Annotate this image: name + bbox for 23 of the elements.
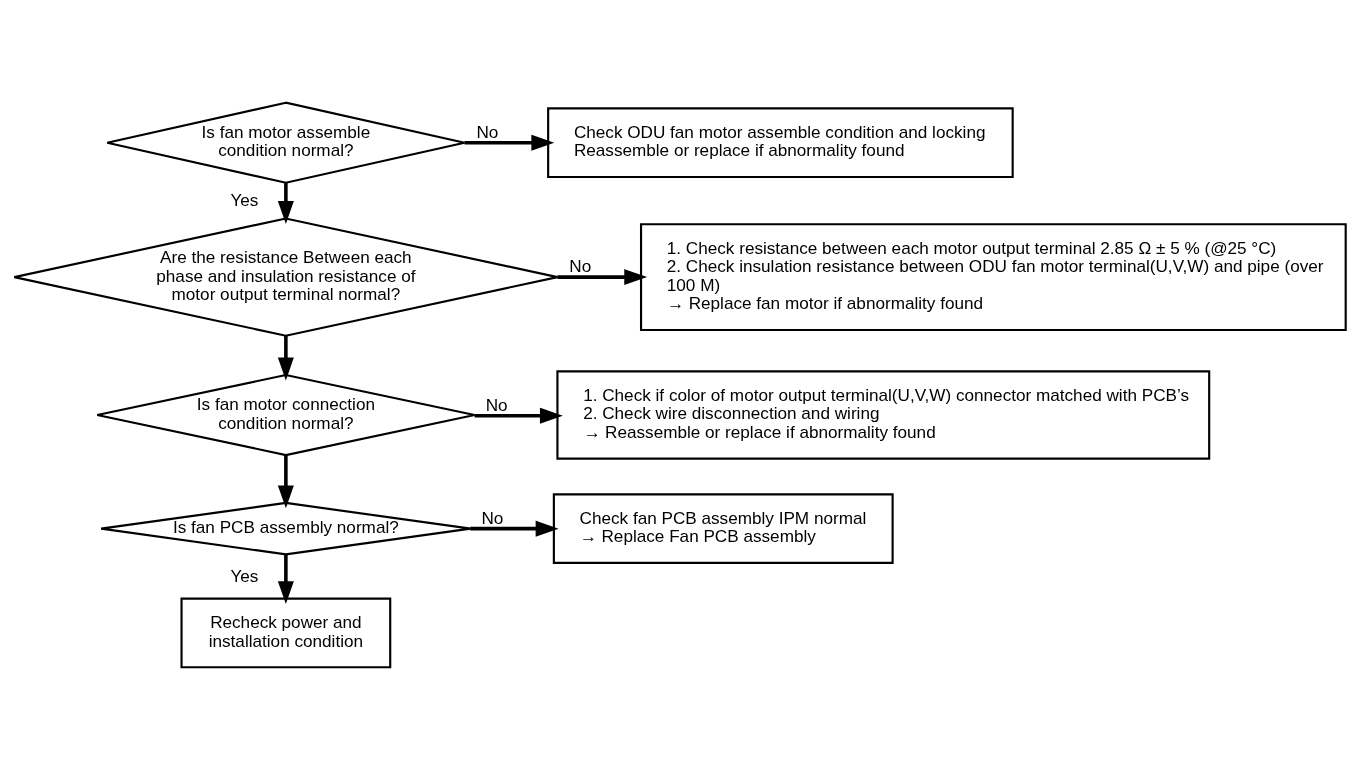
node-box: Check ODU fan motor assemble condition and locking Reassemble or replace if abnormality found [547, 107, 1014, 179]
edge-label: Yes [230, 566, 259, 587]
node-diamond: Is fan motor connection condition normal? [96, 373, 476, 457]
edge-label: Yes [230, 190, 259, 211]
arrow [474, 407, 563, 424]
arrow [470, 520, 559, 537]
arrow [277, 554, 294, 605]
edge-label: No [485, 394, 508, 415]
edge-label: No [481, 507, 504, 528]
edge-label: No [476, 121, 499, 142]
arrow [277, 335, 294, 381]
arrow [464, 134, 555, 151]
arrow [557, 269, 648, 286]
node-box: 1. Check resistance between each motor output terminal 2.85 Ω ± 5 % (@25 °C) 2. Check insulation resistance between ODU fan motor terminal(U,V,W) and pipe (over 100 M) → Replace fan motor if abnormality found [639, 223, 1347, 332]
node-diamond: Are the resistance Between each phase and insulation resistance of motor output terminal normal? [13, 217, 559, 337]
edge-label: No [569, 256, 592, 277]
node-diamond: Is fan motor assemble condition normal? [106, 101, 466, 184]
arrow [277, 455, 294, 509]
node-box: Check fan PCB assembly IPM normal → Replace Fan PCB assembly [552, 493, 894, 565]
node-box: 1. Check if color of motor output terminal(U,V,W) connector matched with PCB’s 2. Check wire disconnection and wiring → Reassemble or replace if abnormality found [556, 370, 1211, 460]
node-diamond: Is fan PCB assembly normal? [100, 501, 472, 556]
node-box: Recheck power and installation condition [180, 597, 392, 669]
arrow [277, 182, 294, 224]
